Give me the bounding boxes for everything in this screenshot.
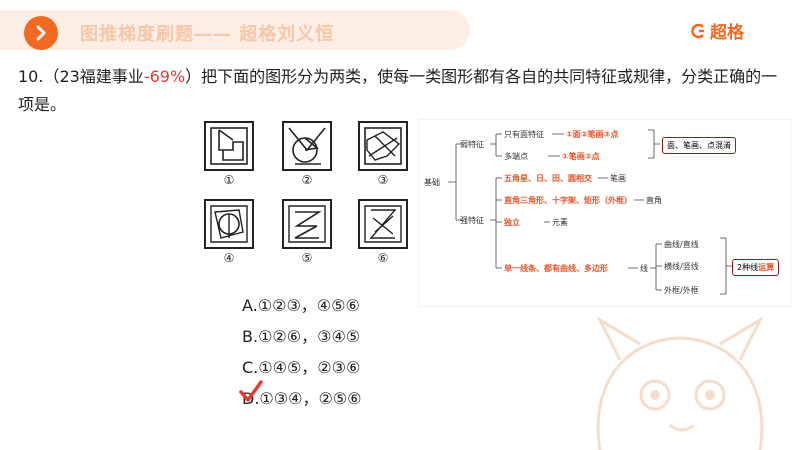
brand-icon [691, 23, 704, 38]
figure-2: ② [281, 120, 333, 187]
mm-weak-1-value: ①面②笔画③点 [566, 130, 619, 139]
mm-line-2: 横线/竖线 [664, 262, 699, 271]
figure-5-label: ⑤ [301, 251, 313, 265]
figure-1: ① [203, 120, 255, 187]
mm-line-1: 曲线/直线 [664, 240, 699, 249]
question-number: 10.（23福建事业 [18, 67, 144, 86]
mm-strong-3-value: 元素 [552, 218, 568, 227]
mascot-watermark-icon [596, 316, 764, 450]
mm-strong-1-value: 笔画 [610, 174, 626, 183]
answer-options: A.①②③，④⑤⑥ B.①②⑥，③④⑤ C.①④⑤，②③⑥ D.①③④，②⑤⑥ [242, 290, 361, 414]
mm-line-box-b: 运算 [758, 263, 775, 272]
mm-strong-4-label: 单一线条、都有曲线、多边形 [504, 264, 608, 273]
mm-strong-4-value: 线 [640, 264, 648, 273]
option-b[interactable]: B.①②⑥，③④⑤ [242, 327, 361, 346]
figure-1-label: ① [223, 173, 235, 187]
mm-weak: 弱特征 [460, 140, 484, 149]
figure-6-label: ⑥ [377, 251, 389, 265]
mm-weak-1-label: 只有面特征 [504, 130, 544, 139]
question-body: ）把下面的图形分为两类，使每一类图形都有各自的共同特征或规律，分类正确的一项是。 [18, 67, 778, 114]
mm-root: 基础 [424, 178, 440, 187]
mm-strong-3-label: 独立 [504, 218, 520, 227]
mind-map-lines [448, 129, 732, 295]
figure-4-label: ④ [223, 251, 235, 265]
mind-map: 基础 弱特征 强特征 只有面特征 ①面②笔画③点 多端点 ①笔画②点 面、笔画、… [420, 120, 790, 306]
option-c[interactable]: C.①④⑤，②③⑥ [242, 358, 361, 377]
brand-logo: 超格 [690, 18, 744, 43]
chevron-right-icon [36, 25, 46, 41]
figure-panel: ① ② ③ ④ ⑤ ⑥ [195, 118, 425, 278]
option-d[interactable]: D.①③④，②⑤⑥ [242, 389, 362, 408]
option-a[interactable]: A.①②③，④⑤⑥ [242, 296, 360, 315]
mm-line-box-a: 2种线 [737, 263, 759, 272]
header-bar [0, 10, 470, 50]
question-percent: -69% [143, 67, 186, 86]
checkmark-icon [239, 380, 263, 402]
header: 图推梯度刷题—— 超格刘义恒 超格 [0, 0, 800, 58]
mm-line-box: 2种线运算 [732, 259, 780, 276]
brand-name: 超格 [710, 23, 744, 43]
figure-4: ④ [203, 198, 255, 265]
figure-5: ⑤ [281, 198, 333, 265]
figure-3: ③ [357, 120, 409, 187]
mm-weak-2-label: 多端点 [504, 152, 528, 161]
mm-line-3: 外框/外框 [664, 286, 699, 295]
figure-2-label: ② [301, 173, 313, 187]
mm-strong-2-value: 直角 [646, 196, 662, 205]
mm-strong-2-label: 直角三角形、十字架、矩形（外框） [504, 196, 632, 205]
figure-6: ⑥ [357, 198, 409, 265]
question-text: 10.（23福建事业-69%）把下面的图形分为两类，使每一类图形都有各自的共同特… [18, 63, 788, 119]
play-button[interactable] [24, 16, 58, 50]
header-title: 图推梯度刷题—— 超格刘义恒 [80, 24, 335, 45]
mm-weak-box: 面、笔画、点混淆 [662, 137, 736, 154]
mm-weak-2-value: ①笔画②点 [562, 152, 600, 161]
mm-strong-1-label: 五角星、日、田、圆相交 [504, 174, 592, 183]
mm-strong: 强特征 [460, 216, 484, 225]
figure-3-label: ③ [377, 173, 389, 187]
